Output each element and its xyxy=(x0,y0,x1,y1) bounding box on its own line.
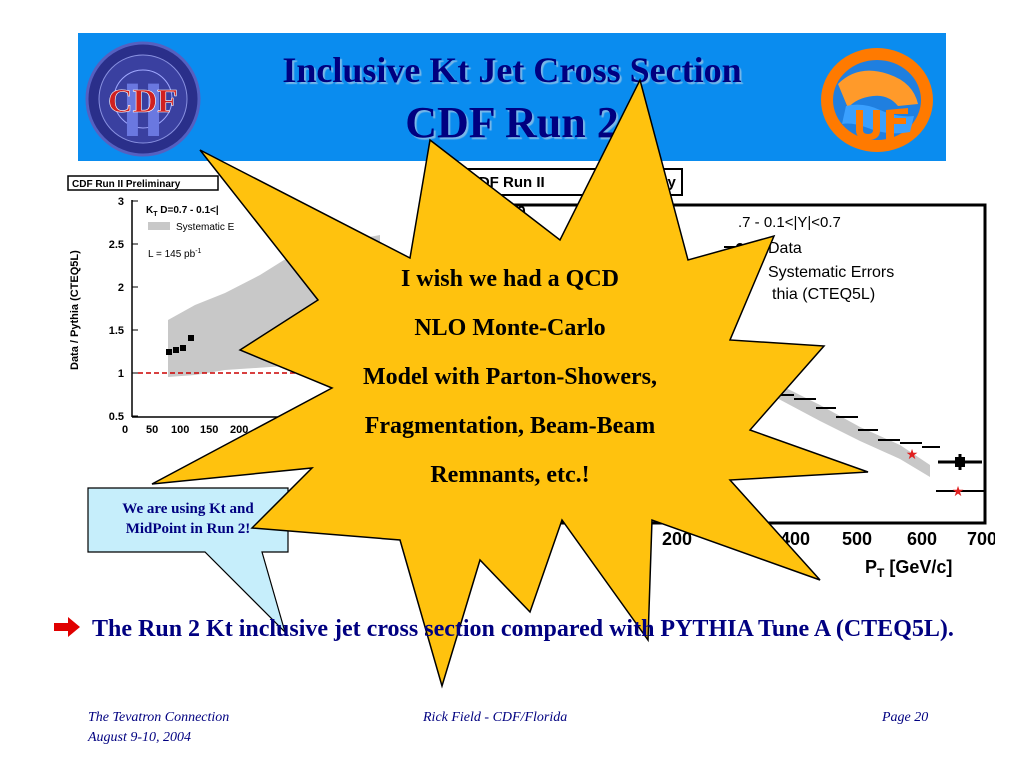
callout-text: We are using Kt and MidPoint in Run 2! xyxy=(122,501,254,537)
left-ytick-label: 1 xyxy=(118,368,124,380)
logo-text: CDF xyxy=(108,83,178,120)
left-data-point xyxy=(188,335,194,341)
starburst-line: Remnants, etc.! xyxy=(430,462,590,488)
left-xtick-label: 200 xyxy=(230,424,248,436)
starburst-line: NLO Monte-Carlo xyxy=(414,315,606,341)
starburst-line: Fragmentation, Beam-Beam xyxy=(364,413,656,439)
right-xtick-label: 500 xyxy=(842,529,872,549)
slide-subtitle: CDF Run 2 xyxy=(405,98,619,147)
slide-title: Inclusive Kt Jet Cross Section xyxy=(282,50,742,90)
left-plot-tag: CDF Run II Preliminary xyxy=(72,179,181,190)
left-ytick-label: 2 xyxy=(118,282,124,294)
uf-logo xyxy=(821,48,933,152)
logo-numeral: II xyxy=(122,68,164,153)
left-ytick-label: 2.5 xyxy=(109,239,124,251)
left-xtick-label: 100 xyxy=(171,424,189,436)
left-xtick-label: 50 xyxy=(146,424,158,436)
left-legend-syst: Systematic E xyxy=(176,222,235,233)
starburst-text: I wish we had a QCD NLO Monte-Carlo Mode… xyxy=(280,255,740,500)
left-ytick-label: 1.5 xyxy=(109,325,124,337)
left-legend-lumi: L = 145 pb-1 xyxy=(148,248,202,260)
right-plot-header: .7 - 0.1<|Y|<0.7 xyxy=(738,214,841,231)
pythia-star-marker: ★ xyxy=(906,446,919,462)
left-plot-tag-box xyxy=(67,175,219,191)
right-data-point xyxy=(955,457,965,467)
footer-left: The Tevatron Connection August 9-10, 200… xyxy=(88,708,229,748)
right-legend-pythia: thia (CTEQ5L) xyxy=(772,286,875,303)
footer-author: Rick Field - CDF/Florida xyxy=(423,710,568,725)
footer-date: August 9-10, 2004 xyxy=(88,730,192,745)
title-banner: Inclusive Kt Jet Cross Section CDF Run 2 xyxy=(78,33,946,161)
left-xtick-label: 150 xyxy=(200,424,218,436)
footer-page-number: Page 20 xyxy=(882,710,929,725)
right-legend-data: Data xyxy=(768,240,802,257)
left-ytick-label: 0.5 xyxy=(109,411,124,423)
left-data-point xyxy=(180,345,186,351)
right-legend-syst: Systematic Errors xyxy=(768,264,894,281)
left-data-point xyxy=(173,347,179,353)
pythia-star-marker: ★ xyxy=(952,483,965,499)
left-data-point xyxy=(166,349,172,355)
left-ytick-label: 3 xyxy=(118,196,124,208)
left-legend-kt: KT D=0.7 - 0.1<| xyxy=(146,205,219,218)
left-legend-syst-swatch xyxy=(148,222,170,230)
right-plot-xlabel: PT [GeV/c] xyxy=(865,557,952,580)
cdf-logo: II CDF xyxy=(85,41,201,157)
starburst-line: Model with Parton-Showers, xyxy=(363,364,657,390)
right-arrow-icon xyxy=(54,617,80,637)
right-xtick-label: 200 xyxy=(662,529,692,549)
starburst-line: I wish we had a QCD xyxy=(400,266,620,292)
bullet-text: The Run 2 Kt inclusive jet cross section… xyxy=(92,616,954,642)
right-xtick-label: 600 xyxy=(907,529,937,549)
left-xtick-label: 0 xyxy=(122,424,128,436)
right-xtick-label: 700 xyxy=(967,529,995,549)
left-plot-ylabel: Data / Pythia (CTEQ5L) xyxy=(69,250,81,370)
footer-event: The Tevatron Connection xyxy=(88,710,230,725)
